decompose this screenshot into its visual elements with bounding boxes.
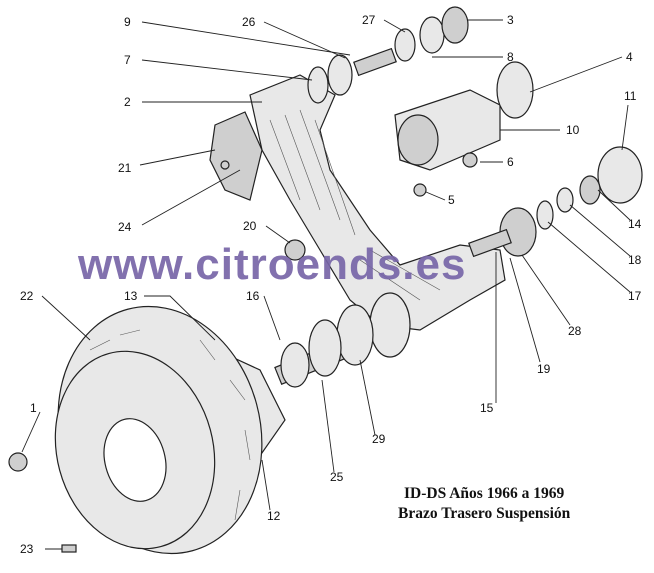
part-23-bolt — [61, 544, 77, 553]
lower-bearings — [274, 292, 411, 388]
brake-drum — [54, 305, 286, 555]
callout-22: 22 — [20, 289, 34, 303]
caption: ID-DS Años 1966 a 1969 Brazo Trasero Sus… — [398, 484, 570, 524]
callout-18: 18 — [628, 253, 642, 267]
callout-1: 1 — [30, 401, 37, 415]
suspension-arm — [209, 74, 506, 331]
callout-2: 2 — [124, 95, 131, 109]
upper-bearings — [307, 6, 469, 104]
housing — [394, 61, 534, 197]
callout-29: 29 — [372, 432, 386, 446]
callout-labels: 9 26 27 3 7 8 4 2 11 10 21 6 5 24 20 14 … — [20, 13, 642, 556]
caption-model-years: ID-DS Años 1966 a 1969 — [404, 485, 565, 502]
callout-9: 9 — [124, 15, 131, 29]
watermark: www.citroends.es — [78, 240, 467, 289]
callout-11: 11 — [624, 89, 637, 103]
callout-7: 7 — [124, 53, 131, 67]
callout-6: 6 — [507, 155, 514, 169]
callout-10: 10 — [566, 123, 580, 137]
callout-17: 17 — [628, 289, 642, 303]
callout-20: 20 — [243, 219, 257, 233]
callout-25: 25 — [330, 470, 344, 484]
callout-21: 21 — [118, 161, 132, 175]
callout-27: 27 — [362, 13, 376, 27]
callout-14: 14 — [628, 217, 642, 231]
part-1-nut — [8, 452, 28, 472]
callout-15: 15 — [480, 401, 494, 415]
callout-3: 3 — [507, 13, 514, 27]
right-parts — [220, 146, 643, 261]
callout-4: 4 — [626, 50, 633, 64]
callout-13: 13 — [124, 289, 138, 303]
callout-26: 26 — [242, 15, 256, 29]
callout-24: 24 — [118, 220, 132, 234]
callout-12: 12 — [267, 509, 281, 523]
caption-title: Brazo Trasero Suspensión — [398, 505, 571, 522]
leader-lines — [21, 19, 631, 550]
callout-19: 19 — [537, 362, 551, 376]
callout-28: 28 — [568, 324, 582, 338]
callout-16: 16 — [246, 289, 260, 303]
callout-8: 8 — [507, 50, 514, 64]
callout-23: 23 — [20, 542, 34, 556]
callout-5: 5 — [448, 193, 455, 207]
